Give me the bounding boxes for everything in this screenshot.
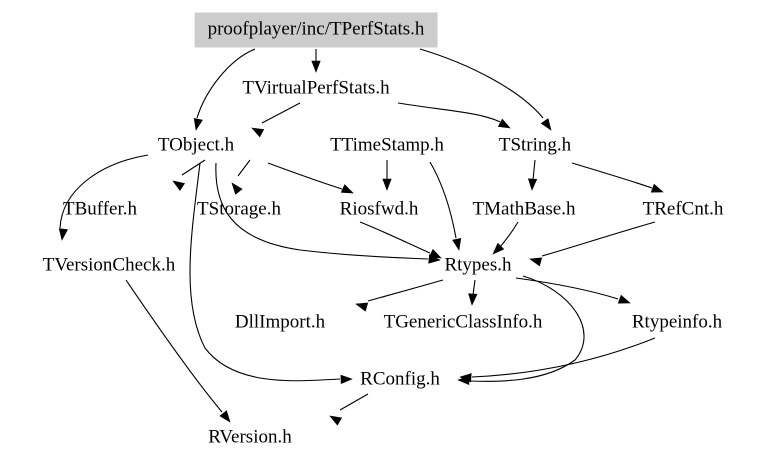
node-tmathbase[interactable]: TMathBase.h	[472, 198, 576, 220]
node-rtypeinfo[interactable]: Rtypeinfo.h	[631, 311, 723, 333]
arrowhead-root-to-tobject	[193, 117, 203, 131]
edge-tversioncheck-to-rversion	[125, 279, 223, 413]
node-dllimport[interactable]: DllImport.h	[234, 311, 326, 333]
arrowhead-riosfwd-to-rtypes	[428, 248, 442, 259]
arrowhead-rconfig-to-rversion	[329, 415, 343, 426]
node-tstring[interactable]: TString.h	[498, 134, 572, 156]
node-riosfwd[interactable]: Riosfwd.h	[339, 198, 419, 220]
arrowhead-tobject-to-tstorage	[231, 182, 243, 195]
edge-ttimestamp-to-rtypes	[429, 161, 457, 239]
edge-root-to-tstring	[419, 48, 544, 119]
arrowhead-root-to-tvirtualperfstats	[311, 60, 321, 73]
arrowhead-ttimestamp-to-rtypes	[452, 237, 462, 251]
arrowhead-tvirtualperfstats-to-tstring	[497, 118, 511, 129]
edge-tobject-to-rtypes	[215, 162, 429, 260]
arrowhead-rtypes-to-rtypeinfo	[617, 294, 631, 304]
arrowhead-rtypes-to-tgenericclassinfo	[468, 293, 478, 306]
arrowhead-tstring-to-tmathbase	[527, 178, 538, 191]
edge-tobject-to-tstorage	[237, 159, 251, 177]
node-rtypes[interactable]: Rtypes.h	[444, 254, 512, 276]
arrowhead-tmathbase-to-rtypes	[492, 242, 505, 255]
edge-tobject-to-tversioncheck	[59, 154, 149, 229]
node-tstorage[interactable]: TStorage.h	[197, 198, 281, 220]
edge-rconfig-to-rversion	[339, 393, 369, 411]
node-rversion[interactable]: RVersion.h	[208, 426, 292, 448]
node-rconfig[interactable]: RConfig.h	[360, 368, 440, 390]
edge-riosfwd-to-rtypes	[359, 221, 431, 254]
edge-tstring-to-trefcnt	[571, 162, 653, 189]
edge-root-to-tobject	[196, 48, 256, 119]
edge-rtypeinfo-to-rconfig	[471, 337, 656, 378]
edge-rtypes-to-rtypeinfo	[515, 277, 619, 300]
node-root[interactable]: proofplayer/inc/TPerfStats.h	[194, 12, 438, 48]
edge-rtypes-to-rconfig	[469, 275, 585, 382]
arrowhead-rtypes-to-dllimport	[355, 302, 369, 312]
node-tversioncheck[interactable]: TVersionCheck.h	[42, 254, 176, 276]
arrowhead-ttimestamp-to-riosfwd	[382, 178, 392, 191]
edge-tstring-to-tmathbase	[532, 159, 536, 181]
node-tobject[interactable]: TObject.h	[157, 134, 235, 156]
arrowhead-root-to-tstring	[540, 118, 552, 131]
arrowhead-tvirtualperfstats-to-ttimestamp	[251, 127, 265, 138]
edge-tobject-to-tbuffer	[181, 159, 206, 176]
edge-tvirtualperfstats-to-ttimestamp	[261, 102, 301, 124]
edge-tmathbase-to-rtypes	[499, 221, 519, 248]
edge-trefcnt-to-rtypes	[541, 221, 656, 257]
node-tgenericclassinfo[interactable]: TGenericClassInfo.h	[383, 311, 543, 333]
arrowhead-tversioncheck-to-rversion	[219, 410, 231, 423]
arrowhead-tobject-to-riosfwd	[340, 184, 354, 194]
edge-rtypes-to-tgenericclassinfo	[472, 279, 476, 296]
arrowhead-tobject-to-tversioncheck	[58, 228, 68, 241]
node-tbuffer[interactable]: TBuffer.h	[62, 198, 138, 220]
node-trefcnt[interactable]: TRefCnt.h	[642, 198, 724, 220]
arrowhead-tobject-to-tbuffer	[172, 180, 186, 192]
node-ttimestamp[interactable]: TTimeStamp.h	[330, 134, 444, 156]
edge-tvirtualperfstats-to-tstring	[397, 102, 501, 123]
edge-tobject-to-rconfig	[189, 162, 341, 382]
arrowhead-tstring-to-trefcnt	[650, 183, 664, 193]
node-tvirtualperfstats[interactable]: TVirtualPerfStats.h	[242, 77, 390, 99]
arrowhead-trefcnt-to-rtypes	[529, 257, 543, 267]
edge-tobject-to-riosfwd	[267, 162, 343, 190]
arrowhead-tobject-to-rconfig	[340, 374, 353, 385]
edge-rtypes-to-dllimport	[367, 279, 444, 302]
arrowhead-rtypeinfo-to-rconfig	[459, 373, 472, 383]
